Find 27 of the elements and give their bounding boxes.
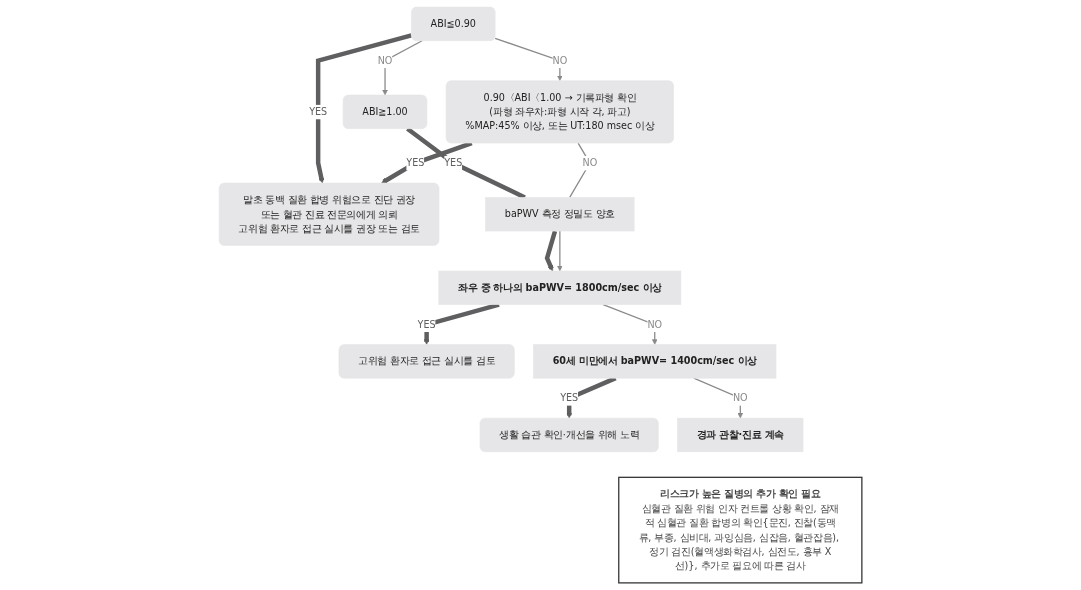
node-box: 리스크가 높은 질병의 추가 확인 필요 심혈관 질환 위험 인자 컨트롤 상황 확인, 잠재적 심혈관 질환 합병의 확인{문진, 진찰(동맥류, 부종, 심비대, 과잉심음, 심잡음, 혈관잡음), 정기 검진(혈액생화학검사, 심전도, 흉부 X선)}, 추가로 필요에 따른 검사 [618,476,863,584]
arrow [557,230,563,272]
node-box: ABI≧1.00 [342,94,428,129]
arrow [602,303,658,345]
node-box: 좌우 중 하나의 baPWV= 1800cm/sec 이상 [438,270,682,305]
node-box: 60세 미만에서 baPWV= 1400cm/sec 이상 [533,344,777,379]
edge-label: NO [732,392,748,404]
node-box: 생활 습관 확인·개선을 위해 노력 [479,417,659,453]
edge-label: NO [647,318,663,331]
node-box: 고위험 환자로 접근 실시를 검토 [338,344,515,379]
edge-label: YES [560,392,579,404]
edge-label: YES [417,318,436,331]
arrow [315,33,412,184]
node-box: 말초 동백 질환 합병 위험으로 진단 권장 또는 혈관 진료 전문의에게 의뢰 고위험 환자로 접근 실시를 권장 또는 검토 [218,182,440,246]
node-box: 경과 관찰·진료 계속 [677,417,804,453]
edge-label: YES [444,157,463,169]
arrow [494,37,563,81]
edge-label: YES [406,157,425,169]
edge-label: NO [377,54,393,67]
arrow [693,377,744,419]
node-box: 0.90〈ABI〈1.00 → 기록파형 확인 (파형 좌우차:파형 시작 각, 파고) %MAP:45% 이상, 또는 UT:180 msec 이상 [445,80,674,144]
edge-label: NO [552,54,568,67]
node-box: ABI≦0.90 [411,6,496,41]
arrow [544,230,558,272]
edge-label: YES [309,105,328,118]
node-box: baPWV 측정 정밀도 양호 [485,197,635,232]
edge-label: NO [582,157,598,169]
